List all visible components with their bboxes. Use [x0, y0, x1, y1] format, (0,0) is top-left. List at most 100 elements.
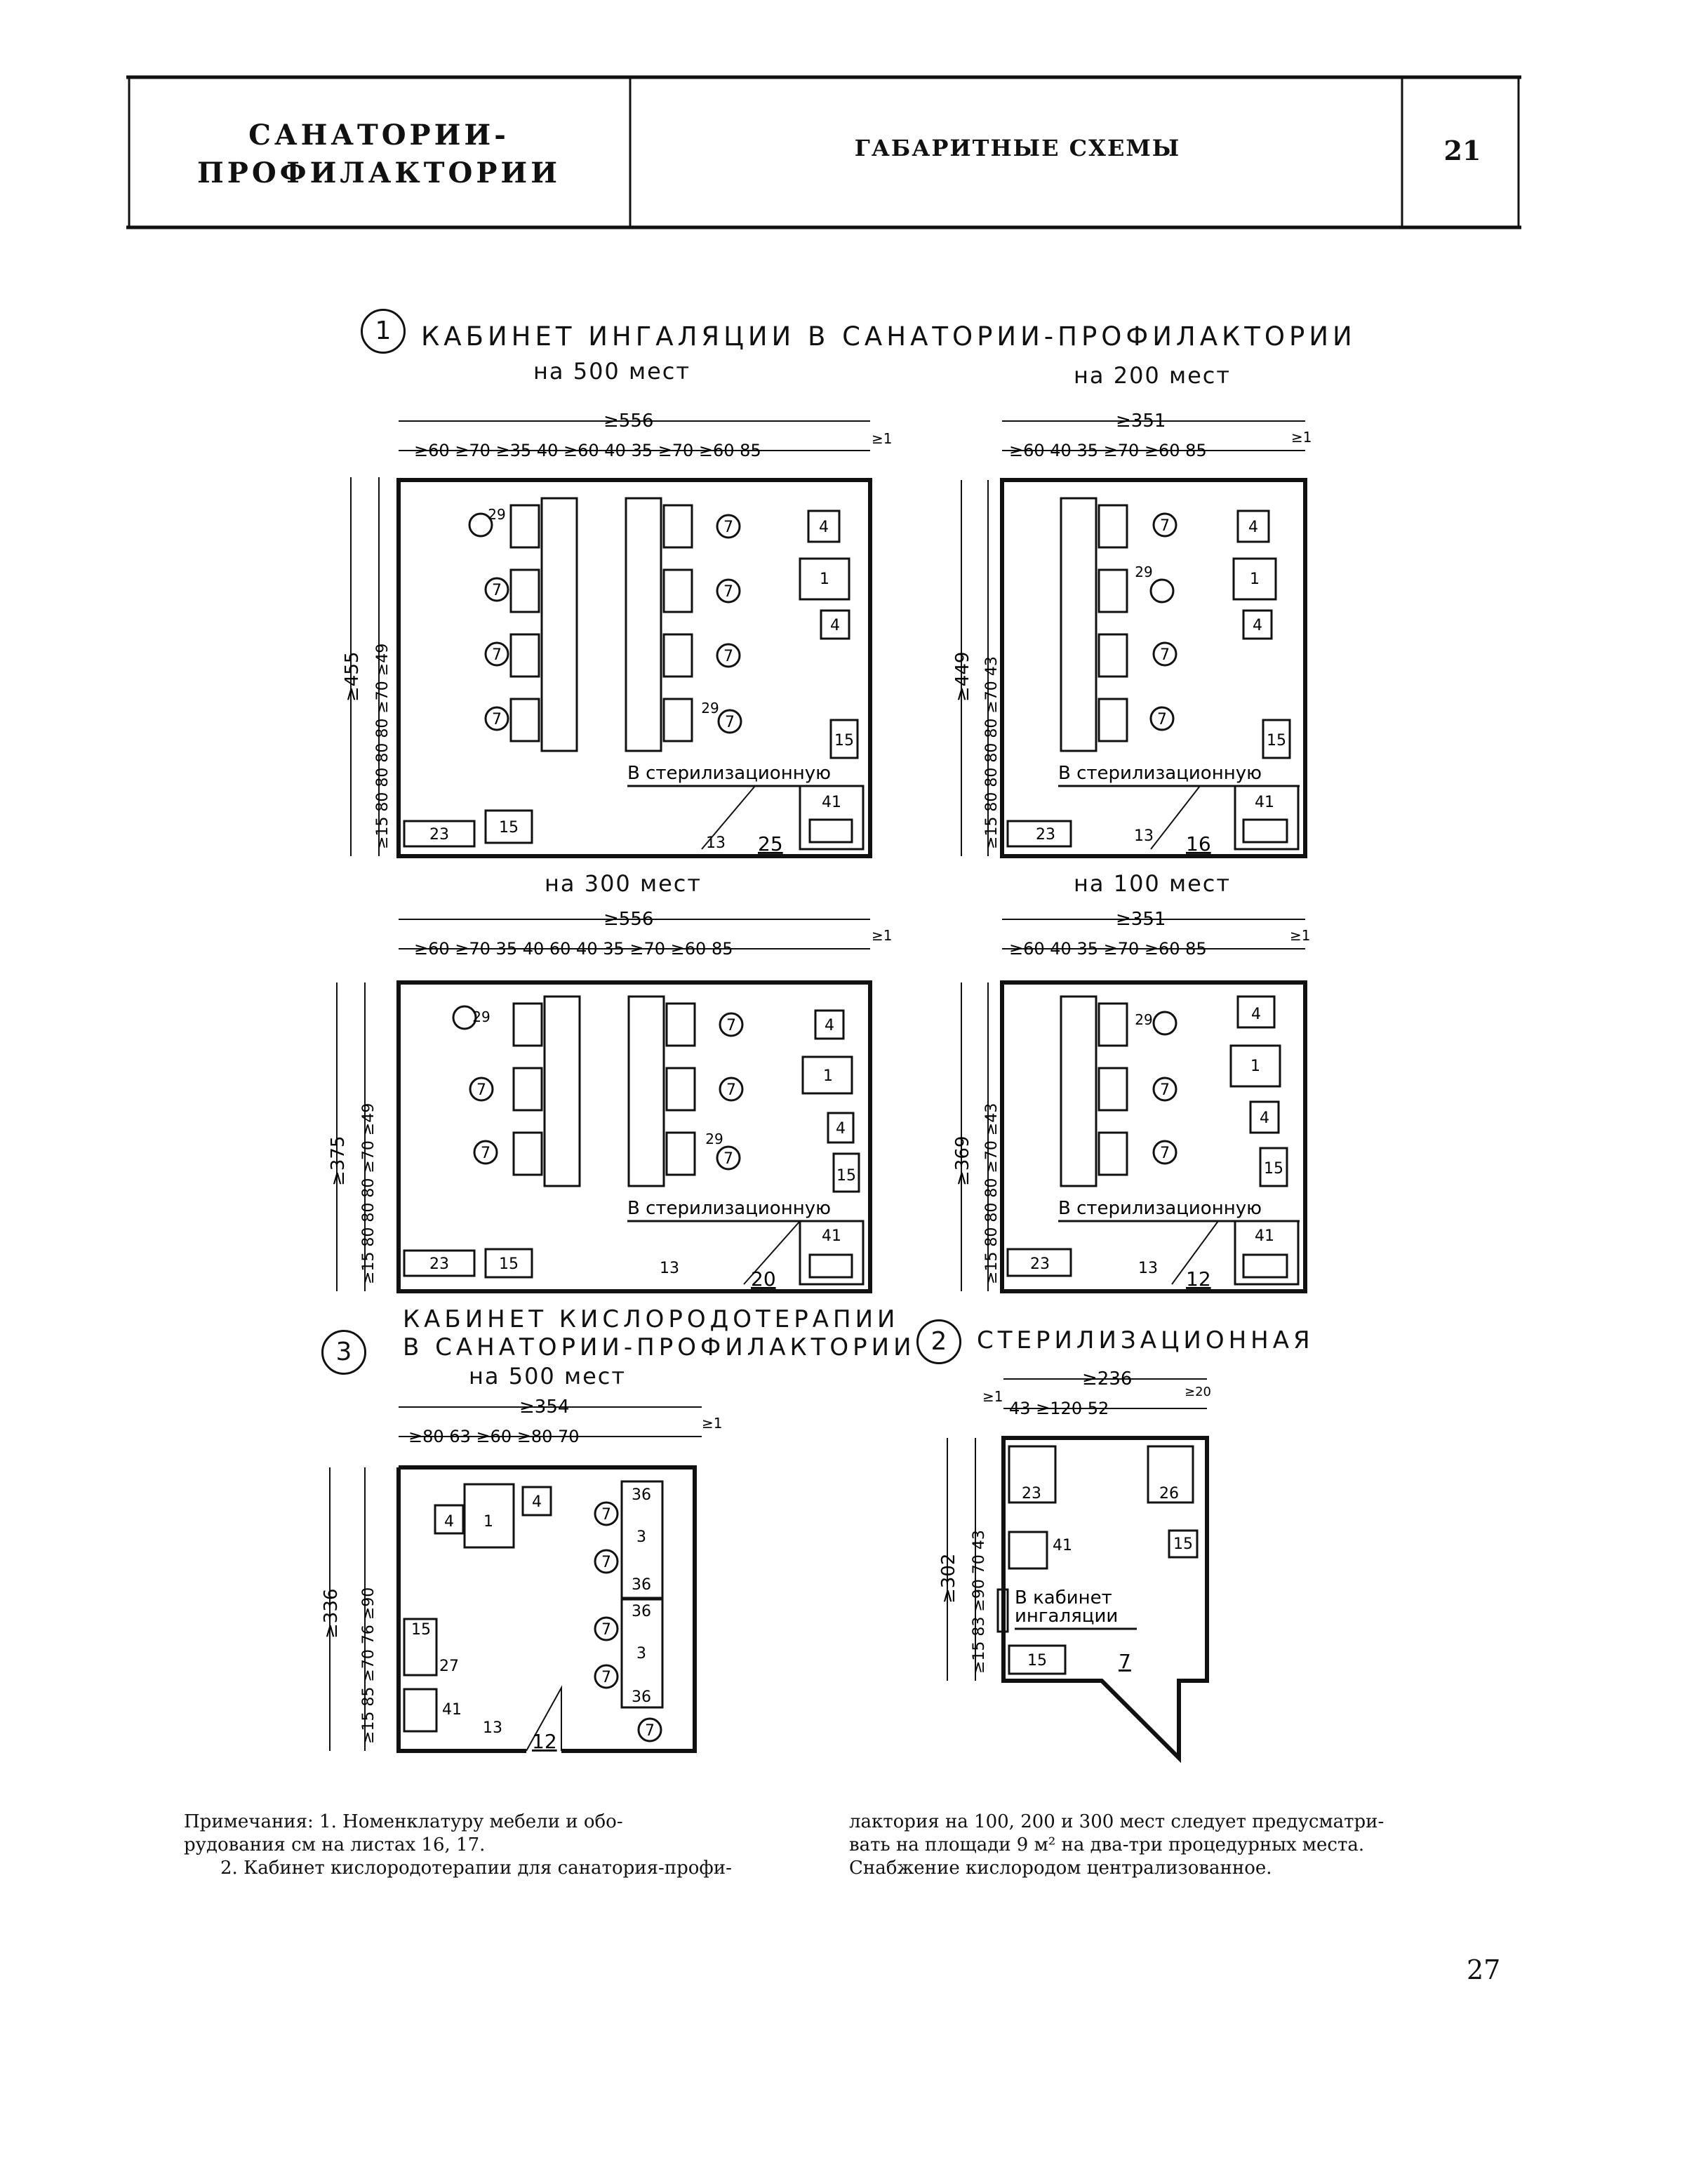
svg-text:3: 3 — [636, 1528, 646, 1546]
svg-text:7: 7 — [492, 711, 502, 728]
dim-top-row: ≥60 40 35 ≥70 ≥60 85 — [1009, 939, 1207, 959]
dim-side-total: ≥449 — [952, 652, 973, 702]
plan-inhalation-500: ≥556 ≥60 ≥70 ≥35 40 ≥60 40 35 ≥70 ≥60 85… — [342, 411, 892, 858]
dim-ge1: ≥1 — [872, 430, 892, 447]
svg-text:29: 29 — [488, 506, 505, 523]
svg-text:15: 15 — [1267, 732, 1286, 749]
svg-text:29: 29 — [472, 1008, 490, 1025]
dim-side-row: ≥15 80 80 80 80 ≥70 43 — [983, 656, 1001, 849]
dim-side-row: ≥15 80 80 80 ≥70 ≥43 — [983, 1103, 1001, 1284]
svg-text:7: 7 — [492, 646, 502, 664]
svg-text:7: 7 — [1160, 517, 1170, 535]
caption-200: на 200 мест — [1074, 362, 1232, 389]
svg-text:23: 23 — [1036, 826, 1055, 844]
plan-inhalation-200: ≥351 ≥60 40 35 ≥70 ≥60 85 ≥1 ≥449 ≥15 80… — [952, 411, 1312, 858]
svg-text:36: 36 — [632, 1576, 651, 1594]
svg-text:7: 7 — [723, 583, 733, 601]
label-to-inhalation-1: В кабинет — [1015, 1587, 1112, 1608]
section1-number: 1 — [361, 309, 406, 354]
svg-text:7: 7 — [726, 1081, 736, 1099]
dim-side-total: ≥302 — [938, 1554, 959, 1604]
section3-number: 3 — [321, 1330, 366, 1375]
svg-text:36: 36 — [632, 1688, 651, 1706]
svg-text:13: 13 — [660, 1260, 679, 1277]
dim-top-total: ≥556 — [603, 909, 653, 930]
section2-title: СТЕРИЛИЗАЦИОННАЯ — [977, 1326, 1314, 1354]
svg-text:15: 15 — [499, 819, 519, 837]
svg-text:7: 7 — [601, 1621, 611, 1639]
svg-text:7: 7 — [1160, 1081, 1170, 1099]
svg-text:7: 7 — [481, 1145, 491, 1162]
dim-side-row: ≥15 80 80 80 ≥70 ≥49 — [360, 1103, 378, 1284]
svg-text:7: 7 — [726, 1017, 736, 1034]
svg-text:4: 4 — [1253, 617, 1262, 634]
caption-300: на 300 мест — [545, 870, 702, 897]
svg-text:7: 7 — [645, 1722, 655, 1740]
svg-text:29: 29 — [1135, 564, 1152, 580]
svg-text:23: 23 — [1022, 1485, 1041, 1502]
svg-text:1: 1 — [1250, 571, 1260, 588]
svg-text:15: 15 — [499, 1255, 519, 1273]
section1-title: КАБИНЕТ ИНГАЛЯЦИИ В САНАТОРИИ-ПРОФИЛАКТО… — [421, 321, 1356, 352]
section3-title-line2: В САНАТОРИИ-ПРОФИЛАКТОРИИ — [403, 1333, 916, 1361]
label-to-sterilization: В стерилизационную — [627, 763, 831, 784]
svg-text:4: 4 — [825, 1017, 834, 1034]
label-to-sterilization: В стерилизационную — [1058, 1198, 1262, 1219]
dim-ge1: ≥1 — [982, 1388, 1003, 1405]
svg-text:4: 4 — [444, 1513, 454, 1531]
section2-number: 2 — [916, 1319, 961, 1364]
dim-top-row: ≥60 ≥70 35 40 60 40 35 ≥70 ≥60 85 — [414, 939, 733, 959]
svg-text:41: 41 — [1053, 1537, 1072, 1554]
svg-text:1: 1 — [820, 571, 829, 588]
svg-text:15: 15 — [1173, 1535, 1193, 1553]
svg-text:36: 36 — [632, 1486, 651, 1504]
svg-text:41: 41 — [1255, 1227, 1274, 1245]
svg-text:7: 7 — [1160, 1145, 1170, 1162]
notes-right: лактория на 100, 200 и 300 мест следует … — [849, 1811, 1537, 1880]
dim-top-total: ≥351 — [1116, 909, 1166, 930]
svg-text:4: 4 — [532, 1493, 542, 1511]
svg-text:7: 7 — [492, 582, 502, 599]
note-line: Снабжение кислородом централизованное. — [849, 1858, 1272, 1879]
svg-text:4: 4 — [819, 519, 829, 536]
svg-text:7: 7 — [1160, 646, 1170, 664]
svg-text:15: 15 — [836, 1167, 856, 1185]
dim-side-row: ≥15 83 ≥90 70 43 — [970, 1530, 988, 1674]
svg-text:29: 29 — [1135, 1011, 1152, 1028]
header-title-line1: САНАТОРИИ- — [248, 119, 509, 152]
svg-text:29: 29 — [705, 1131, 723, 1147]
svg-text:7: 7 — [476, 1081, 486, 1099]
svg-text:15: 15 — [411, 1621, 431, 1639]
dim-top-row: ≥60 40 35 ≥70 ≥60 85 — [1009, 441, 1207, 460]
caption-100: на 100 мест — [1074, 870, 1232, 897]
header-subtitle: ГАБАРИТНЫЕ СХЕМЫ — [854, 135, 1181, 161]
svg-text:7: 7 — [723, 519, 733, 536]
svg-text:7: 7 — [601, 1506, 611, 1524]
sheet-number: 21 — [1443, 135, 1481, 166]
note-line: вать на площади 9 м² на два-три процедур… — [849, 1834, 1365, 1855]
svg-text:4: 4 — [836, 1120, 846, 1138]
dim-ge1: ≥1 — [1290, 927, 1310, 944]
area-500: 25 — [758, 832, 783, 855]
svg-text:13: 13 — [1138, 1260, 1158, 1277]
svg-text:41: 41 — [822, 794, 841, 811]
svg-text:13: 13 — [483, 1719, 502, 1737]
section3-title-line1: КАБИНЕТ КИСЛОРОДОТЕРАПИИ — [403, 1305, 900, 1333]
header-frame — [126, 75, 1521, 229]
note-line: рудования см на листах 16, 17. — [184, 1834, 486, 1855]
dim-ge1: ≥1 — [1291, 429, 1312, 446]
svg-text:27: 27 — [439, 1658, 459, 1675]
plan-inhalation-100: ≥351 ≥60 40 35 ≥70 ≥60 85 ≥1 ≥369 ≥15 80… — [952, 909, 1310, 1293]
svg-text:4: 4 — [1251, 1006, 1261, 1023]
header-title-line2: ПРОФИЛАКТОРИИ — [196, 156, 561, 189]
caption-500: на 500 мест — [533, 358, 691, 385]
svg-text:7: 7 — [723, 648, 733, 665]
section3-capacity: на 500 мест — [469, 1363, 627, 1390]
dim-top-total: ≥556 — [603, 411, 653, 432]
dim-side-total: ≥375 — [328, 1136, 349, 1186]
dim-side-total: ≥369 — [952, 1136, 973, 1186]
svg-text:23: 23 — [429, 1255, 449, 1273]
svg-text:23: 23 — [429, 826, 449, 844]
dim-top-total: ≥351 — [1116, 411, 1166, 432]
svg-text:7: 7 — [725, 714, 735, 731]
